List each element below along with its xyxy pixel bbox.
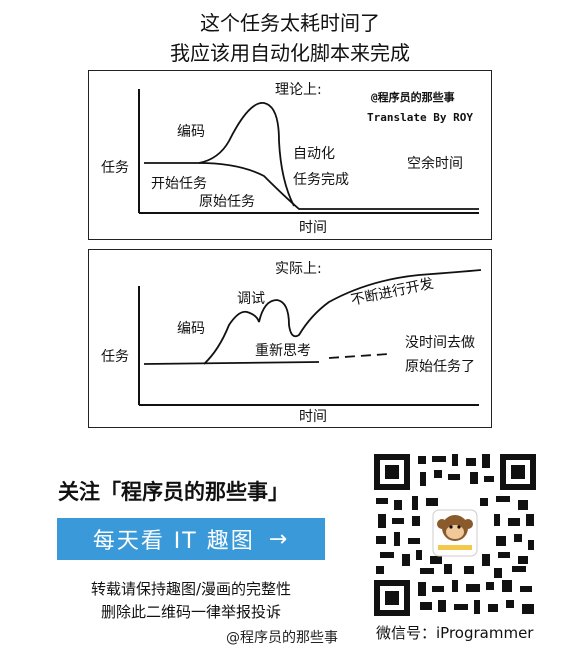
arrow-right-icon: → [268,526,290,552]
note-line-1: 转载请保持趣图/漫画的完整性 [90,580,292,598]
theory-automation-label: 自动化 [293,146,335,162]
reality-xlabel: 时间 [299,409,327,425]
follow-text: 关注「程序员的那些事」 [58,480,289,504]
reality-curves [138,269,482,406]
daily-comic-button-label: 每天看 IT 趣图 [92,529,255,554]
reality-rethink-label: 重新思考 [255,343,311,359]
theory-curves [138,89,479,214]
theory-original-label: 原始任务 [199,194,255,210]
reality-notime-line2: 原始任务了 [405,359,475,375]
theory-translate: Translate By ROY [367,111,473,124]
theory-xlabel: 时间 [299,220,327,236]
reality-task-line [143,361,320,365]
reality-ylabel: 任务 [101,349,129,365]
header-line-2: 我应该用自动化脚本来完成 [170,41,410,65]
panel-theory: 理论上: @程序员的那些事 Translate By ROY 任务 时间 编码 … [88,70,492,240]
theory-credit: @程序员的那些事 [371,91,455,104]
panel-reality: 实际上: 任务 时间 调试 编码 重新思考 不断进行开发 没时间去做 原始任务了 [88,249,492,428]
reality-dashed-line [328,353,390,359]
watermark: @程序员的那些事 [226,630,338,646]
daily-comic-button[interactable]: 每天看 IT 趣图 → [57,518,325,560]
reality-debug-label: 调试 [237,291,265,307]
reality-coding-label: 编码 [177,321,205,337]
theory-ylabel: 任务 [101,160,129,176]
qr-code-icon [372,452,538,618]
reality-dev-curve [203,269,482,365]
theory-start-label: 开始任务 [151,176,207,192]
theory-coding-curve [198,102,295,207]
theory-title: 理论上: [275,82,322,98]
reality-title: 实际上: [275,261,322,277]
theory-done-label: 任务完成 [293,172,349,188]
theory-coding-label: 编码 [177,124,205,140]
theory-free-label: 空余时间 [407,156,463,172]
reality-notime-line1: 没时间去做 [405,335,475,351]
note-line-2: 删除此二维码一律举报投诉 [100,603,281,621]
header-line-1: 这个任务太耗时间了 [200,11,380,35]
wechat-id: 微信号：iProgrammer [376,624,534,642]
